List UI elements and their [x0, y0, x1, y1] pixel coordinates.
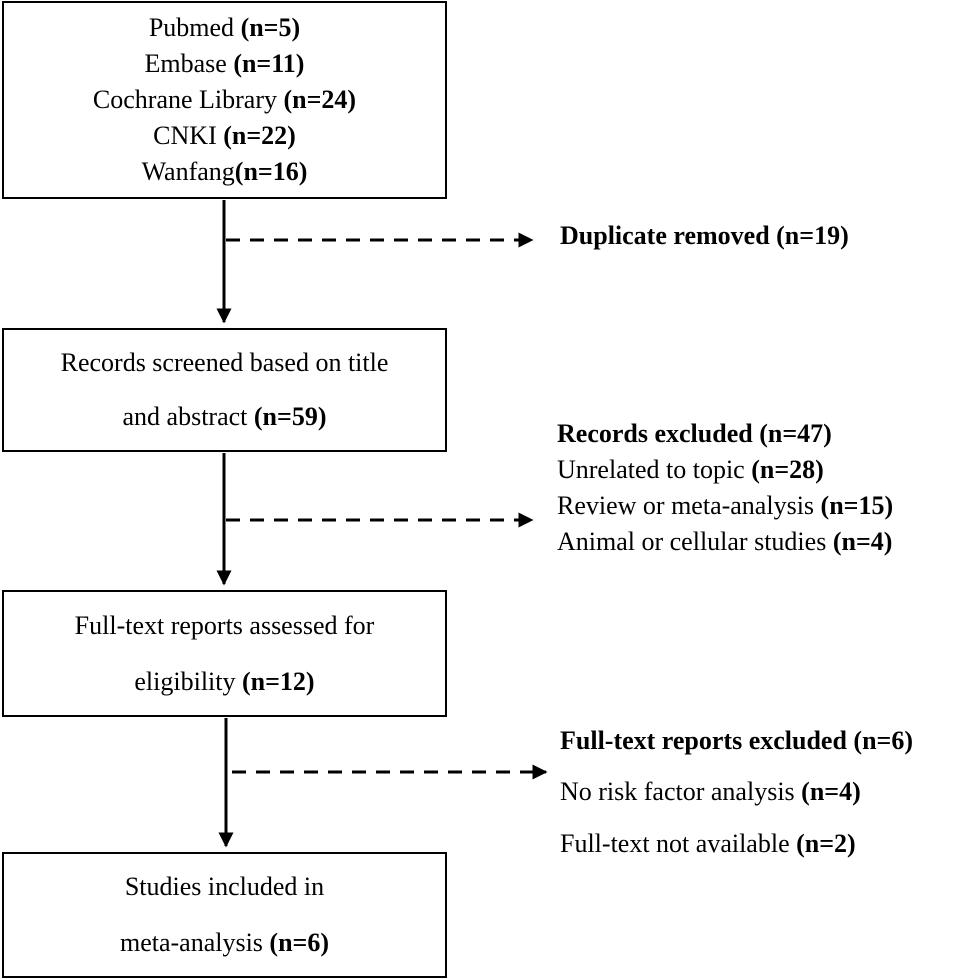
records-excluded-item: Review or meta-analysis (n=15) [557, 491, 894, 520]
fulltext-excluded-title: Full-text reports excluded (n=6) [560, 726, 914, 755]
fulltext-assessed-box: Full-text reports assessed for eligibili… [2, 590, 447, 717]
source-embase: Embase (n=11) [144, 49, 305, 78]
fulltext-line-2: eligibility (n=12) [134, 666, 315, 696]
included-line-1: Studies included in [124, 872, 325, 901]
records-excluded-title: Records excluded (n=47) [557, 419, 832, 448]
duplicate-removed-label: Duplicate removed (n=19) [560, 221, 849, 250]
included-line-2: meta-analysis (n=6) [119, 928, 330, 957]
records-excluded-item: Animal or cellular studies (n=4) [557, 527, 893, 556]
records-excluded-block: Records excluded (n=47) Unrelated to top… [557, 416, 967, 566]
fulltext-excluded-block: Full-text reports excluded (n=6) No risk… [560, 722, 970, 872]
included-box: Studies included in meta-analysis (n=6) [2, 852, 447, 978]
screened-line-2: and abstract (n=59) [122, 402, 327, 431]
fulltext-excluded-item: No risk factor analysis (n=4) [560, 777, 861, 806]
fulltext-line-1: Full-text reports assessed for [74, 610, 375, 640]
source-wanfang: Wanfang(n=16) [141, 157, 308, 186]
source-cochrane: Cochrane Library (n=24) [92, 85, 357, 114]
screened-line-1: Records screened based on title [60, 348, 389, 377]
source-pubmed: Pubmed (n=5) [148, 13, 301, 42]
screened-box: Records screened based on title and abst… [2, 328, 447, 452]
sources-box: Pubmed (n=5) Embase (n=11) Cochrane Libr… [2, 1, 447, 199]
source-cnki: CNKI (n=22) [153, 121, 296, 150]
records-excluded-item: Unrelated to topic (n=28) [557, 455, 824, 484]
fulltext-excluded-item: Full-text not available (n=2) [560, 829, 856, 858]
